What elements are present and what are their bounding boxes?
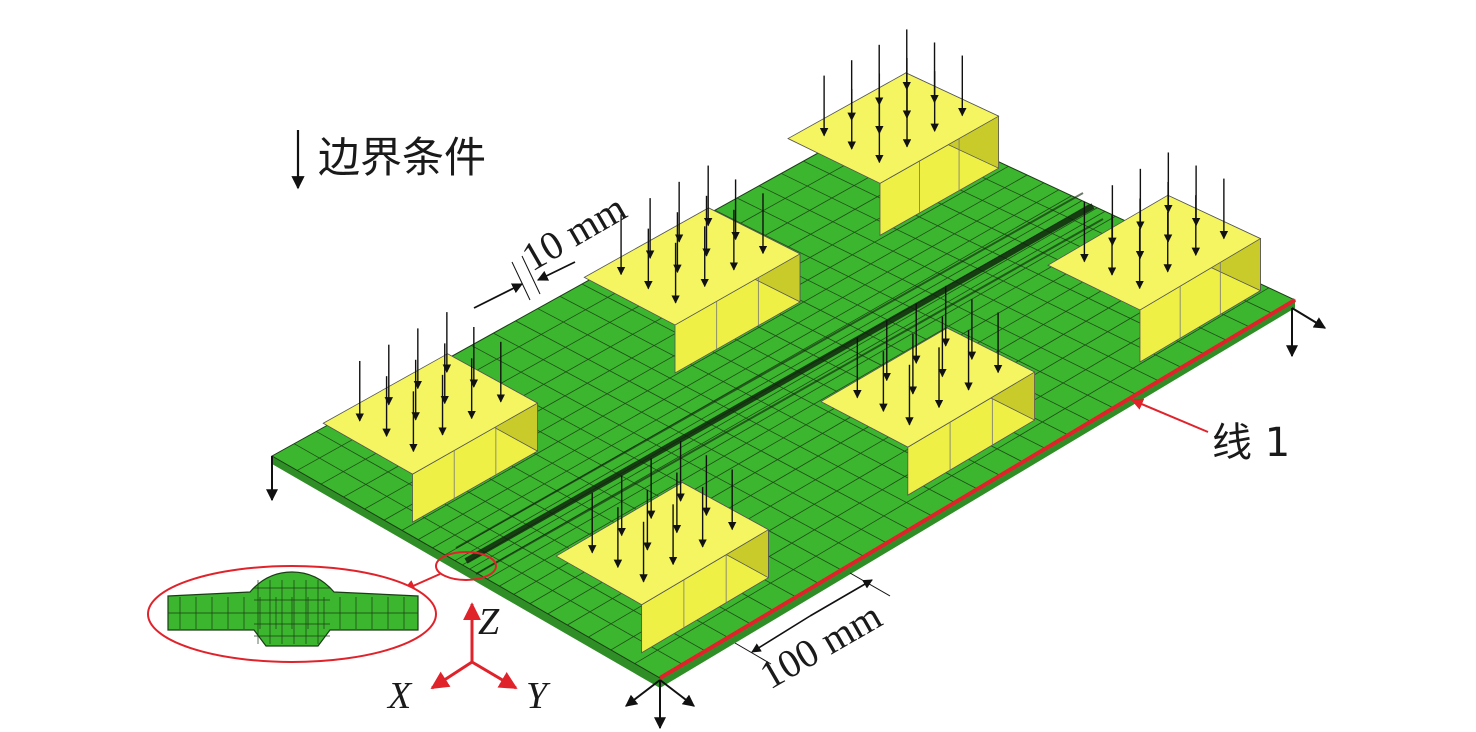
clamp-block <box>1047 152 1262 363</box>
clamp-block <box>820 285 1036 496</box>
line-1-callout: 线 1 <box>1130 398 1290 466</box>
legend: 边界条件 <box>291 130 486 190</box>
axis-triad: Z X Y <box>386 601 551 717</box>
cross-section-inset <box>147 551 497 663</box>
clamp-block <box>583 165 801 374</box>
clamp-block <box>787 29 1000 237</box>
clamp-blocks <box>322 29 1262 654</box>
clamp-block <box>322 312 539 523</box>
support-front <box>625 679 695 730</box>
weld-seam <box>455 192 1104 575</box>
plate-side <box>272 300 1295 688</box>
line-1 <box>658 298 1297 680</box>
legend-label: 边界条件 <box>318 133 486 182</box>
line-1-label: 线 1 <box>1212 420 1290 466</box>
axis-y-label: Y <box>526 675 551 717</box>
support-right <box>1286 307 1327 358</box>
clamp-block <box>555 441 770 654</box>
axis-z-label: Z <box>478 601 500 643</box>
axis-x-label: X <box>386 675 413 717</box>
